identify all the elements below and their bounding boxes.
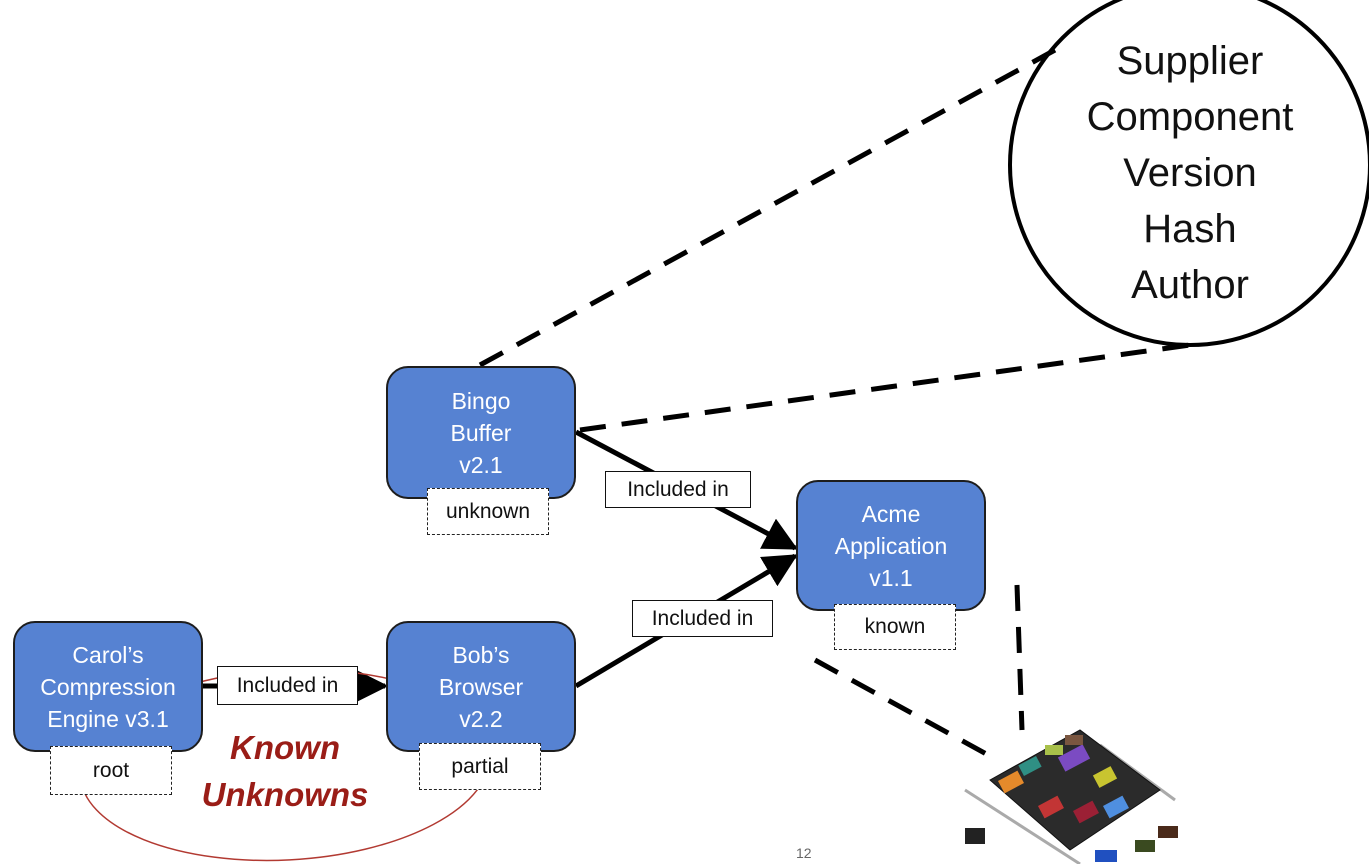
- zoom-line-bottom: [579, 342, 1191, 433]
- status-tag-known: known: [834, 604, 956, 650]
- known-unknowns-line1: Known: [230, 729, 340, 766]
- node-label: v2.2: [459, 705, 503, 732]
- node-carols-compression-engine: Carol’s Compression Engine v3.1: [13, 621, 203, 752]
- edge-label-carol-bob: Included in: [217, 666, 358, 705]
- edge-label-bob-acme: Included in: [632, 600, 773, 637]
- status-tag-root: root: [50, 746, 172, 795]
- status-tag-partial: partial: [419, 743, 541, 790]
- node-label: Acme: [861, 500, 921, 527]
- node-label: Compression: [40, 673, 176, 700]
- known-unknowns-line2: Unknowns: [201, 776, 369, 813]
- node-label: v1.1: [869, 564, 913, 591]
- bubble-line-component: Component: [1086, 95, 1294, 139]
- edge-label-bingo-acme: Included in: [605, 471, 751, 508]
- node-label: Carol’s: [72, 641, 144, 668]
- node-label: Buffer: [450, 419, 512, 446]
- page-number: 12: [796, 845, 812, 861]
- detail-bubble: [1008, 0, 1369, 347]
- bubble-line-hash: Hash: [1143, 207, 1237, 251]
- node-bobs-browser: Bob’s Browser v2.2: [386, 621, 576, 752]
- node-label: Bob’s: [452, 641, 510, 668]
- node-label: Bingo: [451, 387, 511, 414]
- chip-line-left: [813, 657, 992, 759]
- node-label: Browser: [438, 673, 524, 700]
- status-tag-unknown: unknown: [427, 488, 549, 535]
- bubble-line-version: Version: [1123, 151, 1257, 195]
- zoom-line-top: [478, 47, 1057, 368]
- bubble-line-author: Author: [1131, 263, 1249, 307]
- bubble-line-supplier: Supplier: [1116, 39, 1264, 83]
- chip-line-right: [1014, 584, 1025, 731]
- microchip-image: [964, 729, 1178, 864]
- node-label: Engine v3.1: [47, 705, 169, 732]
- node-label: Application: [834, 532, 948, 559]
- node-bingo-buffer: Bingo Buffer v2.1: [386, 366, 576, 499]
- node-label: v2.1: [459, 451, 503, 478]
- node-acme-application: Acme Application v1.1: [796, 480, 986, 611]
